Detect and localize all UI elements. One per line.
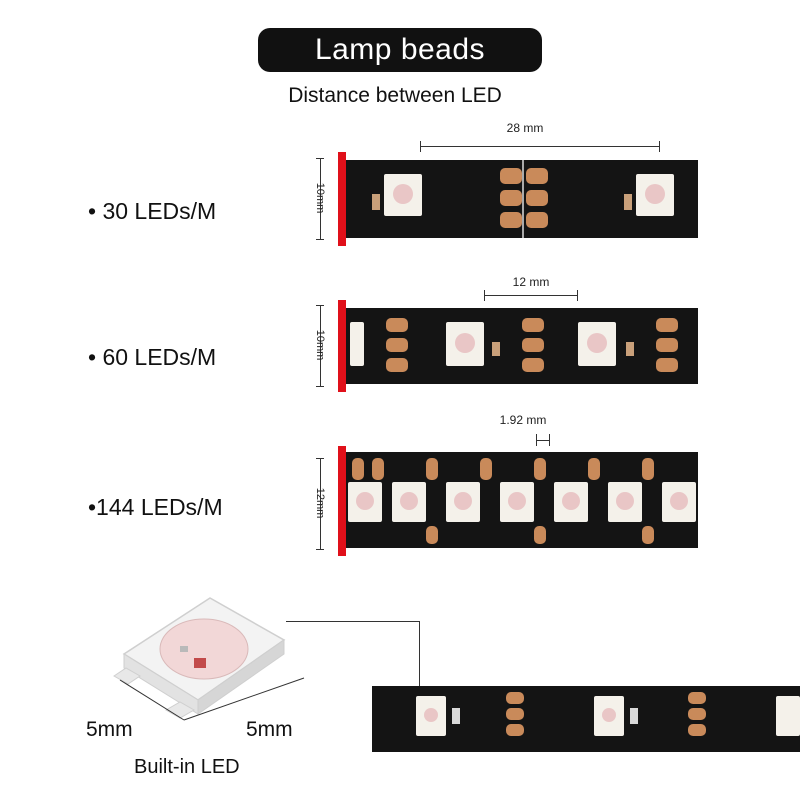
led-chip [662,482,696,522]
leader-line [419,621,420,701]
width-dimension-line [320,305,321,387]
spacing-dimension-line [484,295,578,296]
width-dimension-label: 10mm [314,329,326,361]
led-length-label: 5mm [246,718,293,741]
led-strip-30 [346,160,698,238]
width-dimension-line [320,158,321,240]
solder-pad [500,212,522,228]
density-label-30: • 30 LEDs/M [88,198,217,224]
capacitor [492,342,500,356]
density-label-144: •144 LEDs/M [88,494,223,520]
width-dimension-tick [316,239,324,240]
width-dimension-tick [316,386,324,387]
solder-pad [526,168,548,184]
capacitor [626,342,634,356]
width-dimension-label: 10mm [314,182,326,214]
led-chip [348,482,382,522]
spacing-dimension-tick [536,434,537,446]
solder-pad [656,358,678,372]
spacing-dimension-label: 12 mm [512,275,550,289]
led-strip-60 [346,308,698,384]
built-in-led-caption: Built-in LED [134,756,240,778]
solder-pad [522,358,544,372]
width-dimension-tick [316,305,324,306]
solder-pad [656,318,678,332]
width-dimension-tick [316,549,324,550]
width-dimension-tick [316,158,324,159]
width-dimension-line [320,458,321,550]
led-chip [636,174,674,216]
strip-cut-edge [338,446,346,556]
width-dimension-tick [316,458,324,459]
led-strip-closeup [372,686,800,752]
solder-pad [526,212,548,228]
led-width-label: 5mm [86,718,133,741]
led-chip [776,696,800,736]
width-dimension-label: 12mm [314,487,326,519]
solder-pad [386,338,408,352]
led-chip [350,322,364,366]
led-chip [608,482,642,522]
strip-cut-edge [338,152,346,246]
led-chip [446,482,480,522]
page-title: Lamp beads [258,28,542,72]
spacing-dimension-tick [577,290,578,301]
led-chip [594,696,624,736]
led-chip [446,322,484,366]
spacing-dimension-tick [420,141,421,152]
solder-pad [386,358,408,372]
solder-pad [386,318,408,332]
capacitor [624,194,632,210]
strip-cut-edge [338,300,346,392]
solder-pad [522,318,544,332]
capacitor [452,708,460,724]
led-chip [392,482,426,522]
solder-pad [522,338,544,352]
led-chip [416,696,446,736]
led-chip [554,482,588,522]
led-chip [500,482,534,522]
cut-line [522,160,524,238]
led-strip-144 [346,452,698,548]
leader-line [286,621,420,622]
spacing-dimension-tick [549,434,550,446]
led-chip [384,174,422,216]
solder-pad [526,190,548,206]
density-label-60: • 60 LEDs/M [88,344,217,370]
solder-pad [500,168,522,184]
spacing-dimension-label: 1.92 mm [499,413,547,427]
spacing-dimension-tick [484,290,485,301]
capacitor [630,708,638,724]
spacing-dimension-label: 28 mm [506,121,544,135]
built-in-led-illustration [113,597,286,719]
led-chip [578,322,616,366]
solder-pad [500,190,522,206]
spacing-dimension-tick [659,141,660,152]
spacing-dimension-line [536,440,550,441]
capacitor [372,194,380,210]
solder-pad [656,338,678,352]
spacing-dimension-line [420,146,660,147]
led-dimension-lines [119,677,305,721]
page-subtitle: Distance between LED [288,84,502,107]
